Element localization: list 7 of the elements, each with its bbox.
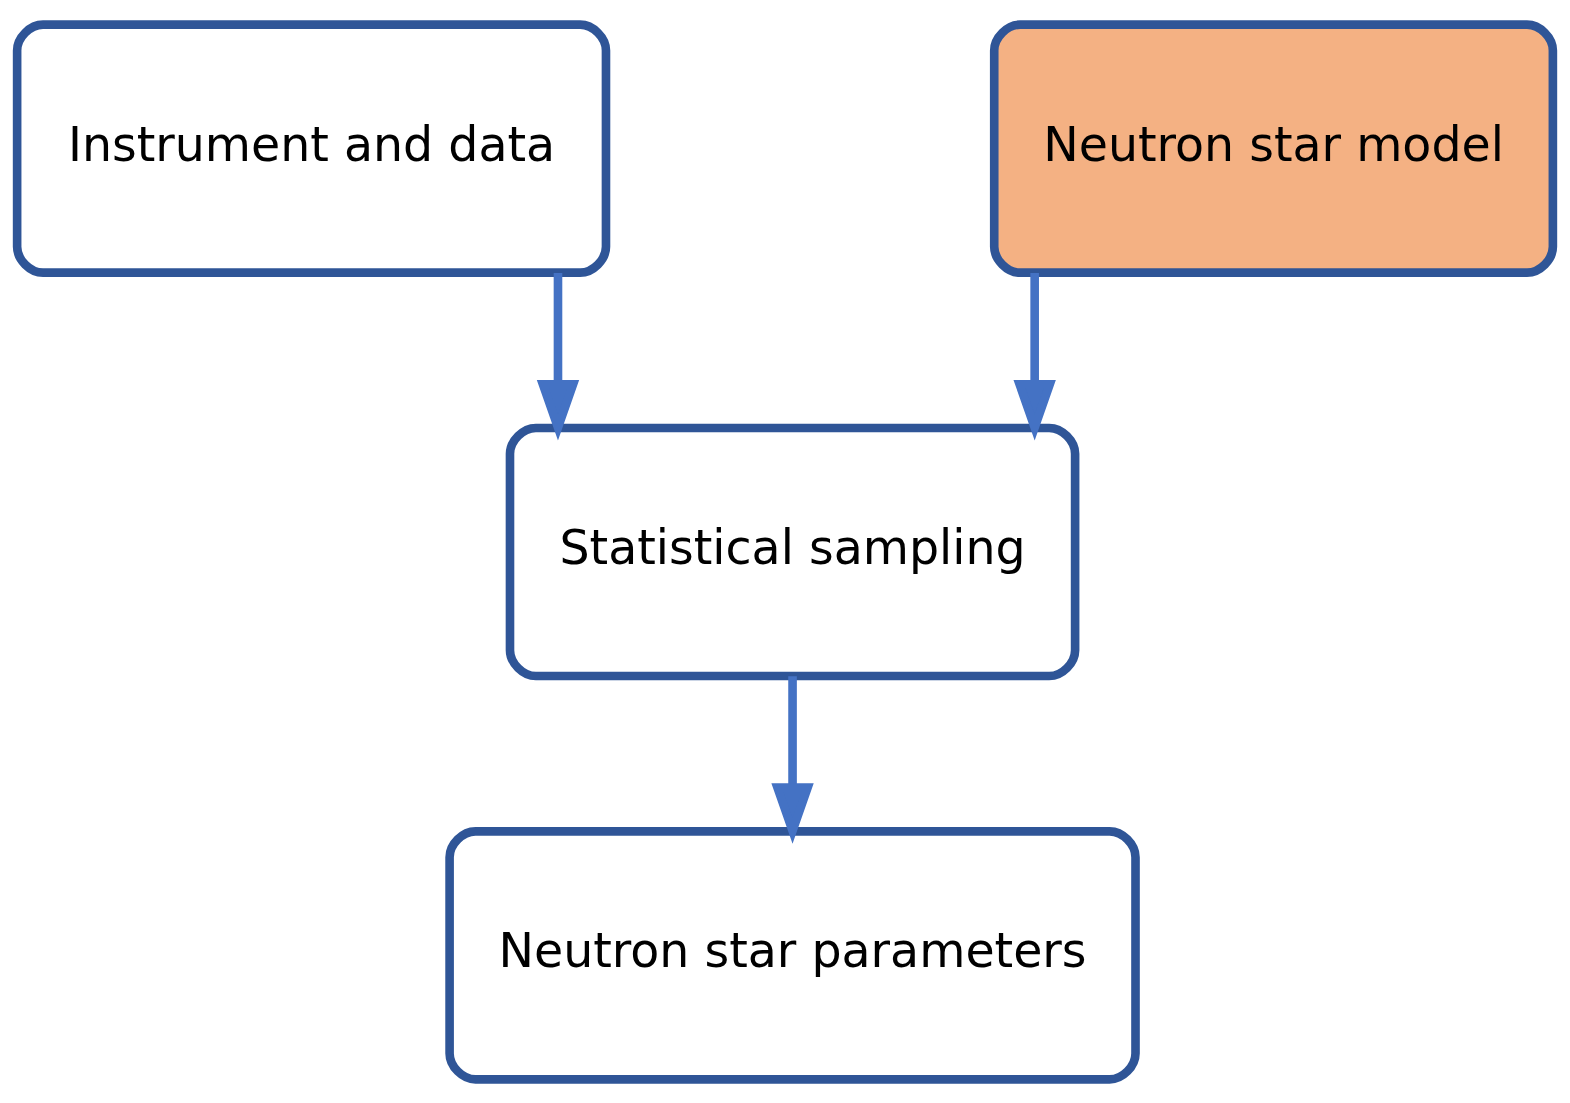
node-box: Neutron star parameters xyxy=(445,826,1140,1084)
node-box: Instrument and data xyxy=(12,19,611,277)
arrow xyxy=(536,272,580,440)
arrow xyxy=(771,675,814,844)
node-box: Statistical sampling xyxy=(505,423,1080,680)
node-box: Neutron star model xyxy=(989,19,1558,277)
arrow xyxy=(1013,272,1056,440)
